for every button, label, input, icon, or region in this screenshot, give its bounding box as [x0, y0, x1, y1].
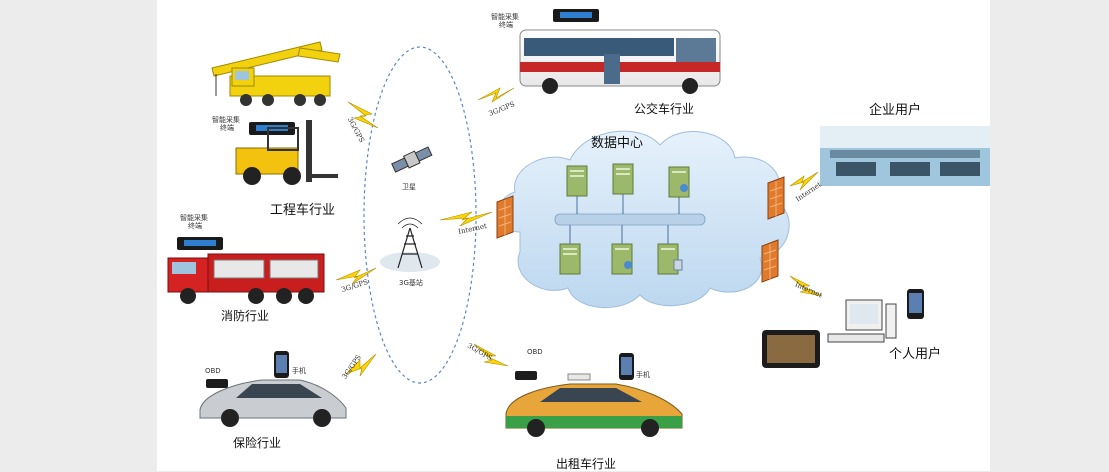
server-icon	[566, 165, 588, 214]
server-icon	[668, 166, 690, 214]
bus-icon	[519, 29, 721, 94]
obd-caption: OBD	[205, 367, 221, 375]
data-center-cloud	[498, 130, 790, 309]
server-icon	[611, 225, 633, 275]
crane-truck-icon	[211, 41, 341, 106]
label-enterprise-user: 企业用户	[869, 103, 922, 118]
firewall-icon	[496, 195, 514, 239]
fire-truck-icon	[167, 253, 325, 304]
phone-icon	[274, 351, 289, 378]
sedan-icon	[199, 379, 347, 427]
phone-icon	[619, 353, 634, 380]
forklift-icon	[235, 120, 338, 185]
desktop-computer-icon	[827, 299, 897, 343]
satellite-icon	[391, 146, 433, 173]
phone-caption: 手机	[636, 371, 650, 379]
phone-caption: 手机	[292, 367, 306, 375]
lightning-icon	[477, 87, 515, 103]
lightning-icon	[789, 275, 823, 297]
lightning-icon	[789, 171, 819, 191]
satellite-caption: 卫星	[402, 183, 416, 191]
label-data-center: 数据中心	[591, 136, 644, 151]
obd-caption: OBD	[527, 348, 543, 356]
firewall-icon	[761, 239, 779, 283]
firewall-icon	[767, 176, 785, 220]
office-image	[820, 126, 990, 186]
lightning-icon	[347, 101, 379, 129]
base-station-icon	[380, 217, 440, 272]
server-icon	[657, 225, 683, 275]
lightning-icon	[345, 353, 377, 377]
server-icon	[559, 225, 581, 275]
obd-device-icon	[515, 371, 537, 380]
taxi-icon	[505, 373, 683, 437]
lightning-icon	[439, 211, 493, 227]
terminal-caption: 智能采集终端	[212, 116, 240, 132]
label-bus: 公交车行业	[634, 102, 695, 116]
phone-icon	[907, 289, 924, 319]
lightning-icon	[335, 267, 377, 285]
network-ellipse	[363, 46, 477, 384]
label-taxi: 出租车行业	[556, 457, 617, 471]
label-engineering: 工程车行业	[270, 203, 336, 218]
terminal-device-icon	[553, 9, 599, 22]
label-fire: 消防行业	[221, 309, 270, 323]
lightning-icon	[473, 343, 509, 367]
tablet-icon	[762, 330, 820, 368]
terminal-device-icon	[177, 237, 223, 250]
terminal-caption: 智能采集终端	[180, 214, 208, 230]
obd-device-icon	[206, 379, 228, 388]
server-icon	[612, 163, 634, 214]
base-station-caption: 3G基站	[399, 279, 423, 287]
terminal-caption: 智能采集终端	[491, 13, 519, 29]
label-insurance: 保险行业	[233, 436, 282, 450]
label-personal-user: 个人用户	[889, 347, 942, 362]
